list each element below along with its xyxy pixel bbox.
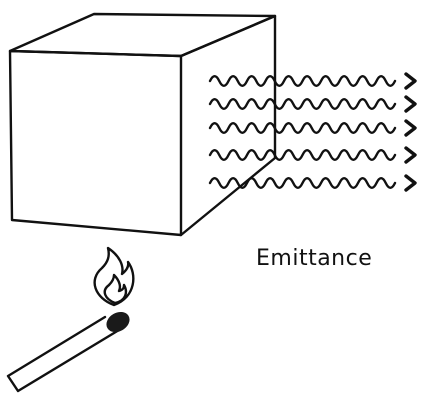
lit-match [8, 248, 133, 391]
cube-right-face [181, 16, 275, 235]
arrow-head [406, 176, 415, 190]
emittance-label: Emittance [256, 246, 372, 271]
arrow-head [406, 121, 415, 135]
wavy-arrow-line [210, 76, 395, 86]
arrow-head [406, 97, 415, 111]
flame-inner [105, 275, 126, 303]
cube-front-face [10, 51, 181, 235]
wavy-arrow-line [210, 99, 395, 109]
match-head [104, 310, 131, 335]
cube-top-face [10, 14, 275, 56]
wavy-arrows [210, 74, 415, 190]
arrow-head [406, 148, 415, 162]
arrow-head [406, 74, 415, 88]
wavy-arrow-line [210, 123, 395, 133]
wavy-arrow-line [210, 178, 395, 188]
wavy-arrow-line [210, 150, 395, 160]
match-stick [8, 317, 119, 391]
